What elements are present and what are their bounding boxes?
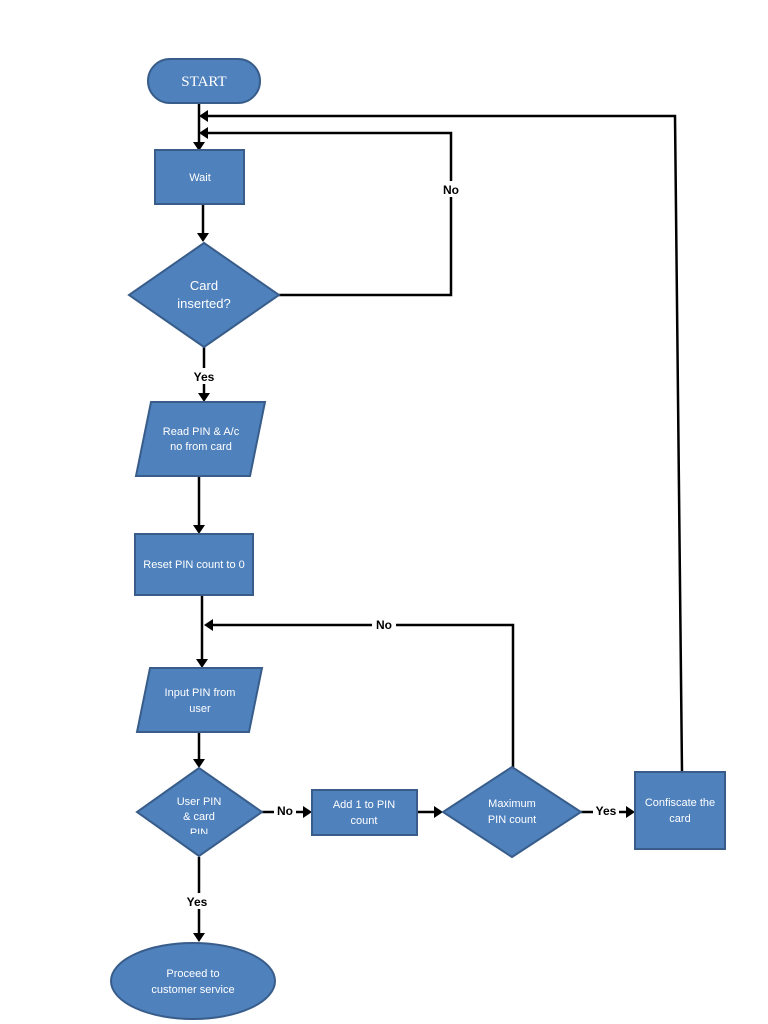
edge-label-card-no: No <box>443 183 459 197</box>
edge-label-match-yes: Yes <box>187 895 208 909</box>
arrowhead-confiscate <box>626 806 635 818</box>
max-count-line1: Maximum <box>488 798 536 810</box>
arrowhead-card-no <box>199 127 208 139</box>
max-count-line2: PIN count <box>488 814 536 826</box>
arrowhead-proceed <box>193 933 205 942</box>
connector-confiscate-loop <box>207 114 684 773</box>
arrowhead-pin-decision <box>193 759 205 768</box>
edge-label-card-yes: Yes <box>194 370 215 384</box>
confiscate-process: Confiscate the card <box>634 771 726 850</box>
card-inserted-decision: Card inserted? <box>127 241 281 349</box>
confiscate-line1: Confiscate the <box>645 797 715 809</box>
start-terminator: START <box>147 58 261 104</box>
start-label: START <box>181 74 226 90</box>
nodes: START Wait Card inserted? Read PIN & A/c… <box>110 58 726 1020</box>
add-one-line1: Add 1 to PIN <box>333 799 395 811</box>
input-pin-input: Input PIN from user <box>135 667 264 733</box>
pin-match-decision: User PIN & card PIN <box>135 766 264 858</box>
confiscate-line2: card <box>669 813 690 825</box>
read-pin-input: Read PIN & A/c no from card <box>134 401 267 477</box>
card-inserted-line1: Card <box>190 278 218 293</box>
arrowhead-max-no <box>204 619 213 631</box>
max-count-decision: Maximum PIN count <box>441 765 583 859</box>
read-pin-line2: no from card <box>170 441 232 453</box>
pin-match-line1: User PIN <box>177 796 222 808</box>
proceed-line2: customer service <box>151 984 234 996</box>
pin-match-line2: & card <box>183 811 215 823</box>
proceed-terminator: Proceed to customer service <box>110 942 276 1020</box>
edge-label-max-no: No <box>376 618 392 632</box>
connector-max-no-loop <box>212 623 515 767</box>
proceed-line1: Proceed to <box>166 968 219 980</box>
input-pin-line1: Input PIN from <box>165 687 236 699</box>
arrowhead-card-decision <box>197 233 209 242</box>
arrowhead-input-pin <box>196 659 208 668</box>
reset-count-process: Reset PIN count to 0 <box>134 533 254 596</box>
arrowhead-confiscate-loop <box>199 110 208 122</box>
arrowhead-reset <box>193 525 205 534</box>
edge-label-max-yes: Yes <box>596 804 617 818</box>
add-one-line2: count <box>351 815 378 827</box>
wait-label: Wait <box>189 172 211 184</box>
reset-count-label: Reset PIN count to 0 <box>143 559 245 571</box>
edge-labels: No Yes No No Yes Yes <box>183 181 619 909</box>
arrowhead-read-pin <box>198 393 210 402</box>
connector-card-no-loop <box>207 131 453 297</box>
arrowhead-wait <box>193 142 205 151</box>
arrowhead-add-one <box>303 806 312 818</box>
pin-match-line3: PIN <box>190 827 208 839</box>
add-one-process: Add 1 to PIN count <box>311 789 418 836</box>
wait-process: Wait <box>154 149 245 205</box>
edge-label-match-no: No <box>277 804 293 818</box>
card-inserted-line2: inserted? <box>177 296 230 311</box>
arrowhead-max <box>434 806 443 818</box>
input-pin-line2: user <box>189 703 211 715</box>
read-pin-line1: Read PIN & A/c <box>163 426 240 438</box>
